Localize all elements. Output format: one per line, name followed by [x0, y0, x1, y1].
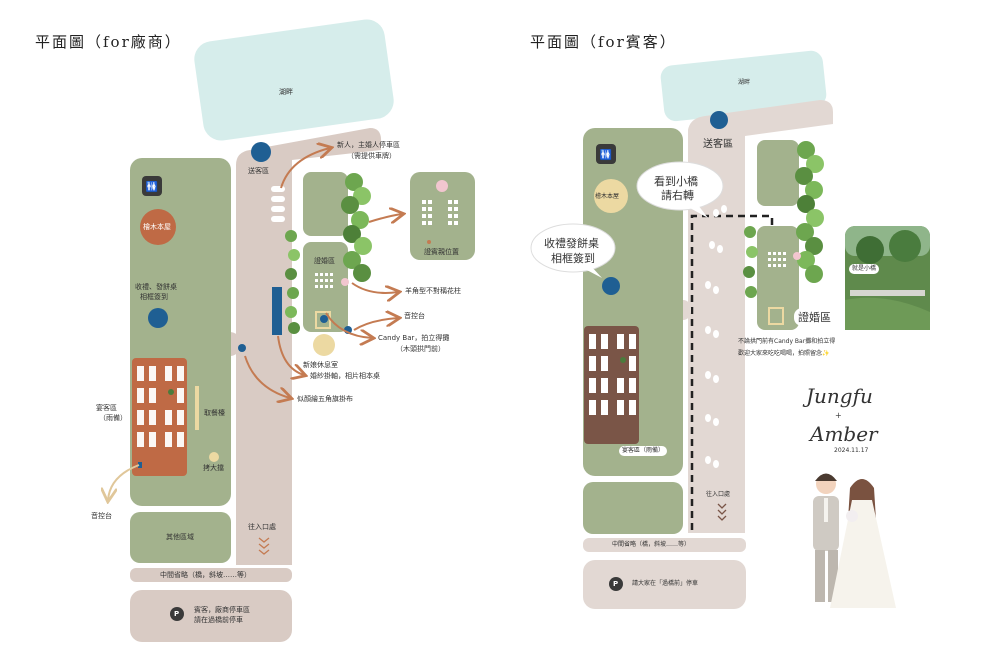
left-parking-line-1: 賓客，廠商停車區: [194, 606, 250, 614]
right-send-off-marker: [710, 111, 728, 129]
right-note-line-1: 不論拱門前有Candy Bar攤和拍立得: [738, 338, 836, 345]
left-banner-note-2: 似顏繪五角旗掛布: [297, 395, 353, 403]
left-gift-table-label-2: 相框簽到: [140, 293, 168, 301]
arrow-candy: [325, 312, 372, 338]
left-parking-icon: P: [174, 610, 180, 618]
right-gift-marker: [602, 277, 620, 295]
right-ceremony-area: [757, 226, 799, 330]
left-sound-desk-right-label: 音控台: [404, 312, 425, 320]
arrow-car: [280, 148, 330, 189]
main-path: [236, 128, 382, 565]
left-middle-label: 中間省略（橋，斜坡……等）: [160, 571, 251, 579]
left-banner-note: 婚紗掛軸，相片相本桌: [310, 372, 380, 380]
left-car-note: 新人，主婚人停車區: [337, 141, 400, 149]
upper-garden: [303, 172, 348, 236]
tree-column: [285, 173, 372, 334]
arrow-banner: [277, 335, 304, 375]
arrow-arch: [351, 282, 398, 293]
right-entrance-label: 往入口處: [706, 491, 731, 498]
right-middle-label: 中間省略（橋，斜坡……等）: [612, 541, 691, 548]
left-banquet-label: 宴客區: [96, 404, 117, 412]
left-other-area-label: 其他區域: [166, 533, 194, 541]
right-parking-icon: P: [613, 580, 619, 588]
bride-name: Amber: [810, 422, 878, 446]
big-back-marker: [209, 452, 219, 462]
left-arch-note: 羊角型不對稱花柱: [405, 287, 461, 295]
right-parking-label: 請大家在「過橋前」停車: [632, 580, 699, 587]
other-area-block: [130, 512, 231, 563]
left-lake-label: 湖畔: [279, 88, 293, 96]
right-lake-label: 湖畔: [738, 79, 751, 86]
right-lake: [660, 50, 827, 122]
parking-icon-circle: [170, 607, 184, 621]
right-send-off-label: 送客區: [703, 139, 733, 150]
stone-bubble: [636, 161, 724, 211]
gift-bubble-line-2: 相框簽到: [551, 252, 595, 265]
gift-bubble-line-1: 收禮發餅桌: [544, 237, 599, 250]
left-parking-line-2: 請在過橋前停車: [194, 616, 243, 624]
right-middle-band: [583, 538, 746, 552]
left-wood-house-label: 檜木本屋: [143, 223, 171, 231]
wedding-date: 2024.11.17: [834, 447, 869, 454]
left-banquet-sub-label: （雨備）: [99, 414, 127, 422]
send-off-marker: [251, 142, 271, 162]
svg-text:🚻: 🚻: [600, 148, 612, 161]
right-banquet-building: [584, 326, 639, 444]
banquet-building: [132, 358, 187, 476]
bride-room-circle: [313, 334, 335, 356]
right-walk-route: [690, 214, 772, 530]
wood-house-circle: [140, 209, 176, 245]
right-parking-area: [583, 560, 746, 609]
stone-bubble-line-2: 請右轉: [661, 189, 694, 202]
guest-seat-panel: [410, 172, 475, 260]
left-guest-seat-label: 證賓親位置: [424, 248, 459, 256]
svg-text:🚻: 🚻: [146, 180, 158, 193]
left-entrance-label: 往入口處: [248, 523, 276, 531]
right-lower-green: [583, 482, 683, 534]
stone-bubble-line-1: 看到小橋: [654, 175, 698, 188]
arrow-flag: [244, 355, 290, 398]
middle-band: [130, 568, 292, 582]
right-wood-house-circle: [594, 179, 628, 213]
arrow-guest-seat: [368, 214, 402, 222]
left-ceremony-label: 證婚區: [314, 257, 335, 265]
left-candy-note-2: （木頭拱門前）: [396, 345, 445, 353]
left-bride-room-label: 新娘休息室: [303, 361, 338, 369]
left-map-title: 平面圖（for廠商）: [35, 33, 182, 51]
left-sound-desk-label: 音控台: [91, 512, 112, 520]
food-table-marker: [195, 386, 199, 430]
right-ceremony-label: 證婚區: [794, 308, 835, 326]
banner-wall: [272, 287, 282, 335]
left-big-back-label: 拷大擋: [203, 464, 224, 472]
bridge-photo-label: 就是小橋: [849, 264, 880, 274]
plus-sign: +: [835, 411, 842, 420]
restroom-icon: [142, 176, 162, 196]
left-food-table-label: 取餐檯: [204, 409, 225, 417]
right-wood-house-label: 檜木本屋: [595, 193, 620, 200]
groom-name: Jungfu: [806, 384, 873, 408]
right-map-title: 平面圖（for賓客）: [530, 33, 677, 51]
couple-illustration: [813, 473, 896, 608]
arrow-sound: [353, 318, 398, 331]
right-map: 🚻: [530, 50, 930, 609]
left-send-off-label: 送客區: [248, 167, 269, 175]
left-candy-note: Candy Bar，拍立得攤: [378, 334, 450, 342]
left-car-note-2: （需提供車牌）: [347, 152, 396, 160]
left-map: 🚻: [0, 19, 475, 642]
gift-bubble: [530, 223, 616, 273]
right-banquet-label: 宴客區（雨備）: [619, 446, 668, 456]
left-gift-table-label: 收禮、發餅桌: [135, 283, 177, 291]
parking-area: [130, 590, 292, 642]
footprints: [705, 205, 727, 468]
right-note-line-2: 歡迎大家來吃吃喝喝，拍照留念✨: [738, 350, 830, 357]
gift-table-marker: [148, 308, 168, 328]
arrow-sound-left: [108, 464, 140, 500]
lake: [194, 19, 394, 141]
